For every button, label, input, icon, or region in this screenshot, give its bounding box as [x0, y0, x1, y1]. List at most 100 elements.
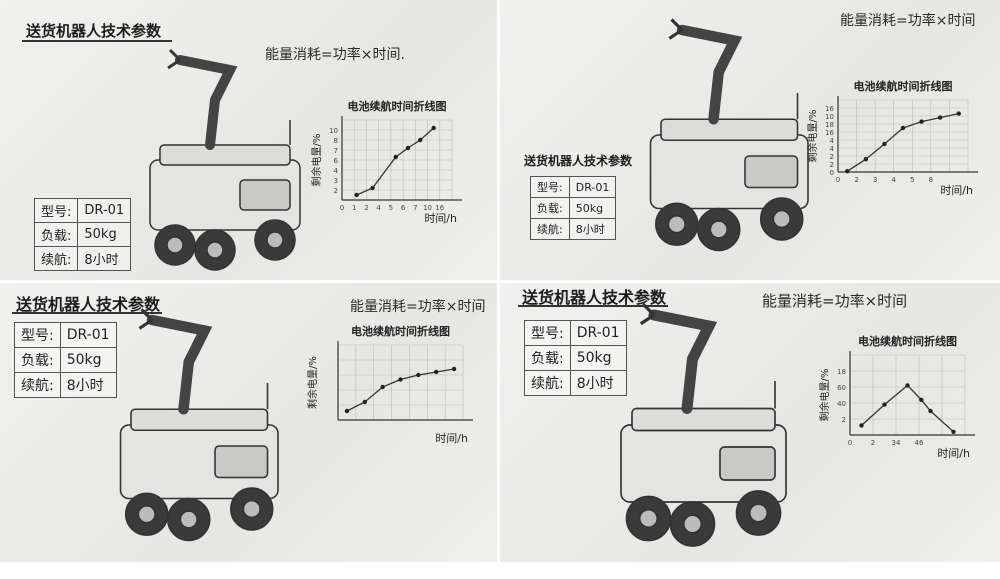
data-point — [919, 397, 924, 402]
spec-row: 续航:8小时 — [530, 218, 617, 240]
data-point — [919, 119, 924, 124]
spec-row: 负载:50kg — [33, 222, 132, 247]
series-line — [861, 384, 954, 433]
panel-title: 送货机器人技术参数 — [16, 295, 161, 314]
y-tick-label: 7 — [334, 147, 338, 155]
chart-title: 电池续航时间折线图 — [348, 99, 447, 113]
x-tick-label: 8 — [929, 176, 933, 184]
data-point — [845, 169, 850, 174]
data-point — [393, 154, 398, 160]
wheel-hub — [682, 514, 703, 534]
data-point — [398, 377, 403, 382]
y-tick-label: 2 — [334, 187, 338, 195]
x-tick-label: 2 — [854, 176, 858, 184]
spec-row: 续航:8小时 — [524, 370, 627, 396]
x-axis-label: 时间/h — [435, 432, 468, 445]
x-tick-label: 2 — [871, 439, 875, 447]
x-tick-label: 0 — [340, 204, 344, 212]
wheel-hub — [709, 220, 728, 239]
gripper — [138, 308, 154, 330]
robot-sketch — [649, 18, 809, 252]
spec-label: 负载: — [524, 345, 571, 371]
data-point — [900, 125, 906, 131]
robot-drawing — [620, 302, 787, 547]
x-tick-label: 3 — [873, 176, 877, 184]
wheel-hub — [667, 215, 686, 234]
x-axis-label: 时间/h — [937, 447, 970, 460]
data-point — [956, 111, 961, 116]
y-tick-label: 8 — [334, 137, 338, 145]
y-tick-label: 6 — [334, 157, 339, 165]
spec-value: 50kg — [59, 347, 117, 373]
robot-drawing — [119, 308, 279, 542]
spec-row: 型号:DR-01 — [530, 176, 617, 198]
title-underline — [12, 312, 162, 314]
x-tick-label: 5 — [389, 204, 393, 212]
wheel-hub — [266, 231, 284, 249]
sensor-panel — [214, 445, 269, 479]
panel-title: 送货机器人技术参数 — [522, 288, 667, 307]
y-axis-label: 剩余电量/% — [818, 369, 831, 422]
x-tick-label: 7 — [413, 204, 417, 212]
spec-value: 8小时 — [568, 218, 617, 240]
robot-arm — [175, 55, 238, 150]
y-tick-label: 2 — [830, 161, 834, 169]
spec-row: 型号:DR-01 — [524, 320, 627, 346]
data-point — [882, 141, 887, 147]
energy-formula: 能量消耗=功率×时间 — [762, 292, 908, 310]
y-tick-label: 10 — [825, 113, 834, 121]
gripper — [668, 18, 684, 40]
sensor-panel — [744, 155, 799, 189]
data-point — [882, 402, 887, 407]
sensor-panel — [239, 179, 291, 211]
chart-title: 电池续航时间折线图 — [854, 79, 953, 93]
spec-label: 型号: — [530, 176, 570, 198]
x-tick-label: 16 — [435, 204, 444, 212]
spec-row: 负载:50kg — [530, 197, 617, 219]
y-tick-label: 16 — [825, 105, 834, 113]
wheel-hub — [179, 510, 198, 529]
robot-sketch — [149, 48, 301, 271]
x-tick-label: 0 — [836, 176, 840, 184]
spec-label: 型号: — [524, 320, 571, 346]
data-point — [451, 366, 457, 372]
y-tick-label: 4 — [334, 167, 339, 175]
robot-arm — [676, 24, 743, 125]
spec-label: 负载: — [14, 347, 61, 373]
energy-formula: 能量消耗=功率×时间. — [265, 47, 405, 63]
robot-arm — [146, 314, 213, 415]
chart-title: 电池续航时间折线图 — [351, 324, 450, 338]
x-tick-label: 2 — [364, 204, 368, 212]
x-tick-label: 0 — [848, 439, 852, 447]
series-line — [846, 112, 959, 172]
data-point — [937, 115, 943, 120]
data-point — [418, 137, 423, 143]
robot-drawing — [149, 48, 301, 271]
data-point — [431, 125, 436, 131]
x-tick-label: 10 — [423, 204, 432, 212]
spec-value: DR-01 — [568, 176, 617, 198]
y-axis-label: 剩余电量/% — [310, 134, 323, 187]
data-point — [863, 157, 869, 162]
x-tick-label: 4 — [891, 176, 896, 184]
data-point — [362, 399, 367, 405]
title-underline — [518, 305, 668, 307]
data-point — [344, 408, 350, 414]
spec-row: 续航:8小时 — [33, 246, 132, 271]
y-tick-label: 40 — [837, 400, 846, 408]
gripper — [639, 302, 656, 326]
energy-formula: 能量消耗=功率×时间 — [840, 13, 976, 29]
spec-label: 负载: — [530, 197, 570, 219]
data-point — [928, 408, 933, 414]
spec-label: 续航: — [524, 370, 571, 396]
spec-value: 50kg — [568, 197, 617, 219]
wheel-hub — [638, 508, 659, 529]
robot-sketch — [620, 302, 787, 547]
spec-label: 续航: — [530, 218, 570, 240]
